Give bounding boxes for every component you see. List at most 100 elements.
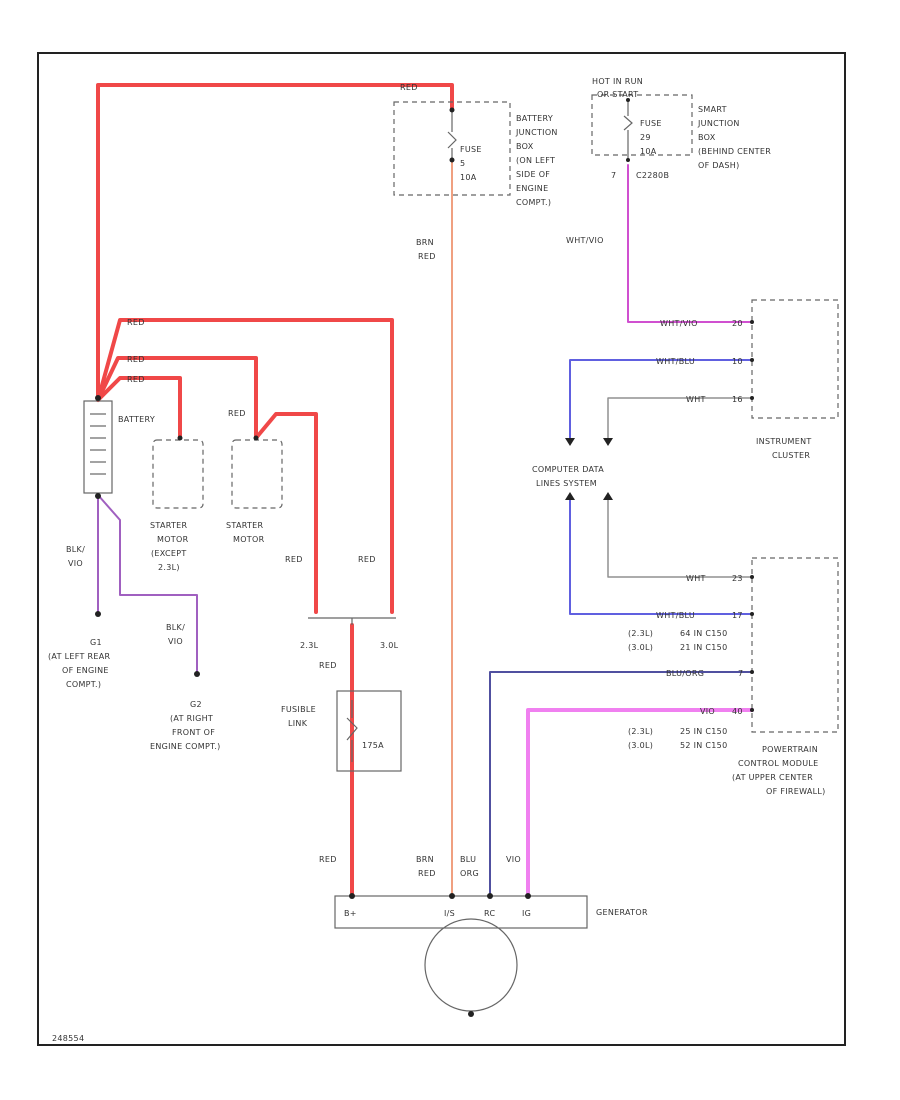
svg-text:JUNCTION: JUNCTION xyxy=(697,119,740,128)
svg-text:(AT LEFT REAR: (AT LEFT REAR xyxy=(48,652,110,661)
svg-text:ENGINE: ENGINE xyxy=(516,184,548,193)
data-link-label: COMPUTER DATA LINES SYSTEM xyxy=(532,465,604,488)
svg-text:RED: RED xyxy=(418,252,436,261)
svg-text:INSTRUMENT: INSTRUMENT xyxy=(756,437,812,446)
svg-text:VIO: VIO xyxy=(506,855,521,864)
svg-text:20: 20 xyxy=(732,319,743,328)
svg-text:WHT/BLU: WHT/BLU xyxy=(656,611,695,620)
svg-text:BATTERY: BATTERY xyxy=(516,114,553,123)
svg-text:2.3L): 2.3L) xyxy=(158,563,180,572)
svg-text:RED: RED xyxy=(319,661,337,670)
svg-text:MOTOR: MOTOR xyxy=(157,535,189,544)
svg-text:RED: RED xyxy=(285,555,303,564)
pin-numbers: 20 10 16 23 17 7 40 xyxy=(732,319,743,716)
battery: BATTERY xyxy=(83,395,155,499)
svg-text:17: 17 xyxy=(732,611,743,620)
svg-text:ENGINE COMPT.): ENGINE COMPT.) xyxy=(150,742,221,751)
wire-red-2l xyxy=(254,412,318,614)
svg-text:(2.3L): (2.3L) xyxy=(628,629,653,638)
starter-except-label: STARTER MOTOR (EXCEPT 2.3L) xyxy=(150,521,189,572)
svg-text:5: 5 xyxy=(460,159,465,168)
svg-text:FUSE: FUSE xyxy=(460,145,482,154)
svg-text:52 IN C150: 52 IN C150 xyxy=(680,741,727,750)
ground-g2-label: G2 (AT RIGHT FRONT OF ENGINE COMPT.) xyxy=(150,700,221,751)
bjb-fuse-label: FUSE 5 10A xyxy=(460,145,482,182)
svg-text:10A: 10A xyxy=(460,173,477,182)
gen-terminal-rc: RC xyxy=(484,909,495,918)
svg-text:G2: G2 xyxy=(190,700,202,709)
wire-red-starter xyxy=(96,356,258,440)
bjb-label: BATTERY JUNCTION BOX (ON LEFT SIDE OF EN… xyxy=(515,114,558,207)
pcm-label: POWERTRAIN CONTROL MODULE (AT UPPER CENT… xyxy=(732,745,825,796)
svg-text:OF ENGINE: OF ENGINE xyxy=(62,666,109,675)
svg-text:WHT: WHT xyxy=(686,395,706,404)
instrument-cluster-label: INSTRUMENT CLUSTER xyxy=(756,437,812,460)
fusible-link-label: FUSIBLE LINK 175A xyxy=(281,705,384,750)
svg-text:HOT IN RUN: HOT IN RUN xyxy=(592,77,643,86)
svg-text:CLUSTER: CLUSTER xyxy=(772,451,810,460)
svg-text:BRN: BRN xyxy=(416,855,434,864)
svg-text:POWERTRAIN: POWERTRAIN xyxy=(762,745,818,754)
svg-text:RED: RED xyxy=(418,869,436,878)
wire-red-top xyxy=(96,83,454,402)
svg-text:25 IN C150: 25 IN C150 xyxy=(680,727,727,736)
engine-variant-bracket xyxy=(308,617,396,625)
svg-text:WHT/VIO: WHT/VIO xyxy=(566,236,604,245)
fusible-link xyxy=(336,690,402,772)
svg-text:(BEHIND CENTER: (BEHIND CENTER xyxy=(698,147,771,156)
svg-text:G1: G1 xyxy=(90,638,102,647)
ground-g1-point xyxy=(95,611,101,617)
svg-text:16: 16 xyxy=(732,395,743,404)
svg-text:40: 40 xyxy=(732,707,743,716)
wire-wht-vio xyxy=(627,164,753,323)
wire-red-3l xyxy=(96,318,394,614)
svg-text:VIO: VIO xyxy=(68,559,83,568)
hot-in-run-label: HOT IN RUN OR START xyxy=(592,77,643,99)
powertrain-control-module xyxy=(751,557,839,733)
svg-text:CONTROL MODULE: CONTROL MODULE xyxy=(738,759,819,768)
wire-red-starter-except xyxy=(96,376,182,440)
svg-text:RED: RED xyxy=(127,318,145,327)
wire-labels: RED RED RED RED RED RED RED RED RED BRN … xyxy=(66,83,715,878)
svg-text:175A: 175A xyxy=(362,741,384,750)
wire-wht-blu-pcm xyxy=(569,499,753,615)
svg-text:BLU: BLU xyxy=(460,855,476,864)
sjb-fuse-label: FUSE 29 10A xyxy=(640,119,661,156)
svg-text:64 IN C150: 64 IN C150 xyxy=(680,629,727,638)
diagram-frame xyxy=(37,52,846,1046)
generator: B+ I/S RC IG xyxy=(334,893,588,1017)
svg-text:BOX: BOX xyxy=(516,142,534,151)
svg-text:FUSIBLE: FUSIBLE xyxy=(281,705,316,714)
svg-text:JUNCTION: JUNCTION xyxy=(515,128,558,137)
svg-text:WHT/VIO: WHT/VIO xyxy=(660,319,698,328)
svg-text:(2.3L): (2.3L) xyxy=(628,727,653,736)
svg-text:ORG: ORG xyxy=(460,869,479,878)
ground-g2-point xyxy=(194,671,200,677)
svg-text:21 IN C150: 21 IN C150 xyxy=(680,643,727,652)
gen-terminal-is: I/S xyxy=(444,909,455,918)
wire-wht-pcm xyxy=(607,499,753,578)
svg-text:COMPT.): COMPT.) xyxy=(66,680,101,689)
sjb-pin: 7 xyxy=(611,171,616,180)
wire-wht-blu-ic xyxy=(569,359,753,439)
svg-text:RED: RED xyxy=(319,855,337,864)
svg-text:SMART: SMART xyxy=(698,105,727,114)
battery-label: BATTERY xyxy=(118,415,155,424)
starter-motor-except-2.3l xyxy=(152,439,204,509)
svg-text:(EXCEPT: (EXCEPT xyxy=(151,549,187,558)
engine-2.3l-label: 2.3L xyxy=(300,641,319,650)
svg-text:(AT UPPER CENTER: (AT UPPER CENTER xyxy=(732,773,813,782)
svg-text:BLK/: BLK/ xyxy=(66,545,85,554)
svg-text:RED: RED xyxy=(127,375,145,384)
gen-terminal-b+: B+ xyxy=(344,909,357,918)
svg-text:BRN: BRN xyxy=(416,238,434,247)
svg-text:10: 10 xyxy=(732,357,743,366)
data-link-arrow-4 xyxy=(603,492,613,500)
smart-junction-box xyxy=(591,94,693,156)
svg-text:10A: 10A xyxy=(640,147,657,156)
svg-text:FRONT OF: FRONT OF xyxy=(172,728,215,737)
svg-text:RED: RED xyxy=(127,355,145,364)
svg-text:RED: RED xyxy=(358,555,376,564)
ground-g1-label: G1 (AT LEFT REAR OF ENGINE COMPT.) xyxy=(48,638,110,689)
svg-text:LINK: LINK xyxy=(288,719,308,728)
